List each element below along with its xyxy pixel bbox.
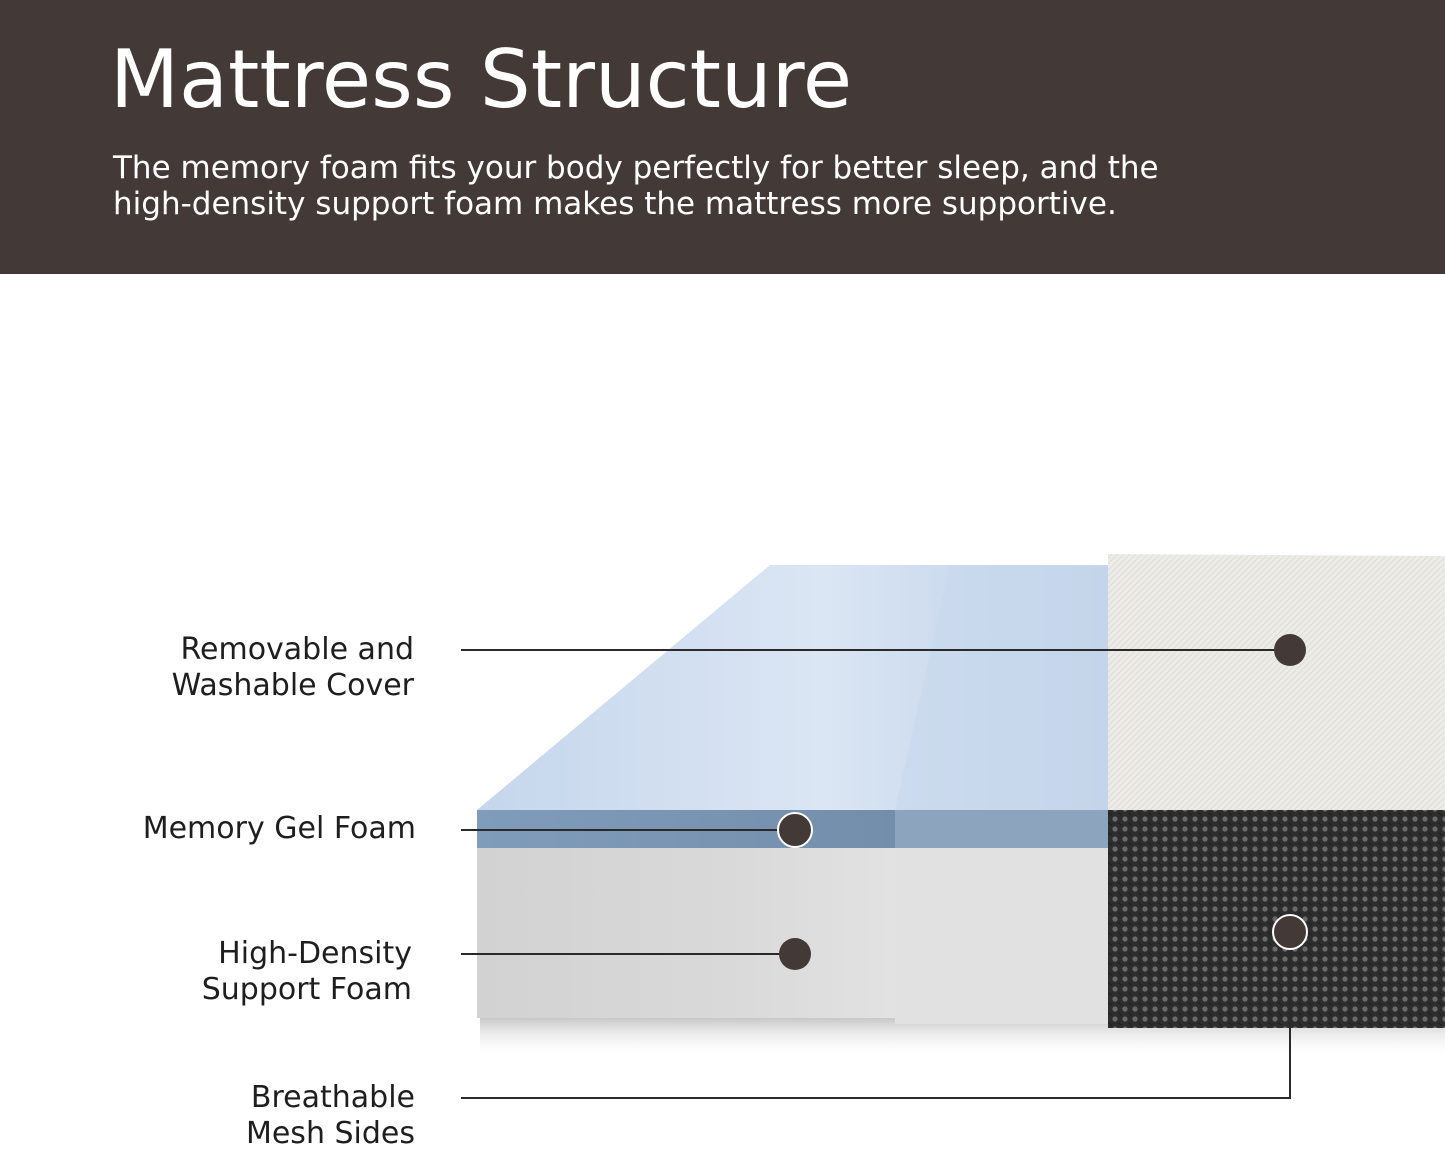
header-banner: Mattress Structure The memory foam fits … bbox=[0, 0, 1445, 274]
support-label-line-2: Support Foam bbox=[201, 972, 412, 1007]
support-label-line-1: High-Density bbox=[218, 936, 412, 971]
gel-label-text: Memory Gel Foam bbox=[142, 811, 416, 846]
gel-label: Memory Gel Foam bbox=[143, 811, 416, 847]
support-callout-dot bbox=[779, 938, 811, 970]
cover-label: Removable and Washable Cover bbox=[172, 632, 414, 704]
mesh-callout-line bbox=[461, 932, 1291, 1099]
support-foam-layer bbox=[477, 848, 895, 1018]
page-title: Mattress Structure bbox=[110, 33, 853, 126]
cover-callout-dot bbox=[1274, 634, 1306, 666]
mesh-callout-dot bbox=[1272, 914, 1308, 950]
removable-cover bbox=[1108, 554, 1445, 814]
mattress-illustration bbox=[461, 554, 1445, 1099]
mattress-diagram: Removable and Washable Cover Memory Gel … bbox=[0, 274, 1445, 1151]
subtitle-line-1: The memory foam fits your body perfectly… bbox=[113, 150, 1159, 186]
mesh-label-line-1: Breathable bbox=[250, 1080, 415, 1115]
support-label: High-Density Support Foam bbox=[202, 936, 412, 1008]
mesh-label-line-2: Mesh Sides bbox=[245, 1116, 415, 1151]
support-foam-layer-side bbox=[895, 848, 1108, 1024]
cover-label-line-1: Removable and bbox=[180, 632, 414, 667]
breathable-mesh-side bbox=[1108, 810, 1445, 1028]
gel-callout-dot bbox=[777, 812, 813, 848]
page-subtitle: The memory foam fits your body perfectly… bbox=[113, 150, 1313, 222]
mesh-label: Breathable Mesh Sides bbox=[246, 1080, 415, 1152]
cover-label-line-2: Washable Cover bbox=[171, 668, 414, 703]
gel-foam-top-highlight bbox=[895, 565, 1108, 810]
subtitle-line-2: high-density support foam makes the matt… bbox=[113, 186, 1117, 222]
memory-gel-layer-side bbox=[895, 810, 1108, 848]
